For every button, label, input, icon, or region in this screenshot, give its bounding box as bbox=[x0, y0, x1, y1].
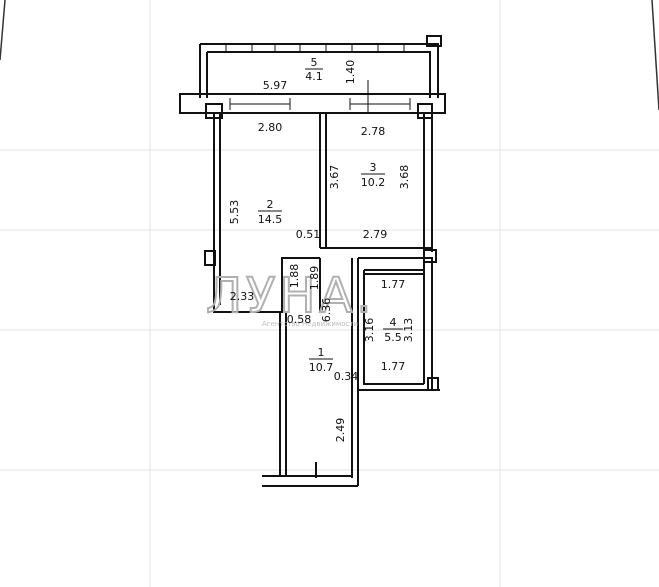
dim-balcony-length: 5.97 bbox=[263, 79, 288, 92]
dim-room3-left-height: 3.67 bbox=[328, 165, 341, 190]
dim-corridor-wall: 0.34 bbox=[334, 370, 359, 383]
dim-niche-left: 1.88 bbox=[288, 264, 301, 289]
watermark: ЛУНА. Агентство Недвижимости bbox=[205, 267, 376, 328]
dim-corridor-lower: 2.49 bbox=[334, 418, 347, 443]
dim-room2-height: 5.53 bbox=[228, 200, 241, 225]
room-4-area: 5.5 bbox=[384, 331, 402, 344]
room-labels: 5 4.1 2 14.5 3 10.2 4 5.5 1 10.7 bbox=[258, 56, 403, 374]
room-5-area: 4.1 bbox=[305, 70, 323, 83]
walls bbox=[179, 35, 446, 487]
dim-room3-bottom: 2.79 bbox=[363, 228, 388, 241]
room-2-number: 2 bbox=[267, 198, 274, 211]
dim-room3-width: 2.78 bbox=[361, 125, 386, 138]
room-5-number: 5 bbox=[311, 56, 318, 69]
page-edge-right bbox=[651, 0, 659, 111]
dim-room4-left: 3.16 bbox=[363, 318, 376, 343]
dim-corridor-offset: 0.58 bbox=[287, 313, 312, 326]
dim-wall-offset: 0.51 bbox=[296, 228, 321, 241]
room-1-number: 1 bbox=[318, 346, 325, 359]
dimension-labels: 5.97 1.40 2.80 2.78 3.67 3.68 5.53 0.51 … bbox=[228, 60, 415, 443]
watermark-caption: Агентство Недвижимости bbox=[262, 320, 358, 328]
dim-balcony-width: 1.40 bbox=[344, 60, 357, 85]
dim-room4-bottom: 1.77 bbox=[381, 360, 406, 373]
dim-room4-right: 3.13 bbox=[402, 318, 415, 343]
dim-room2-width: 2.80 bbox=[258, 121, 283, 134]
dim-room3-right-height: 3.68 bbox=[398, 165, 411, 190]
dim-niche-right: 1.89 bbox=[308, 266, 321, 291]
room-2-area: 14.5 bbox=[258, 213, 283, 226]
dim-room2-bottom: 2.33 bbox=[230, 290, 255, 303]
room-3-number: 3 bbox=[370, 161, 377, 174]
room-4-number: 4 bbox=[390, 316, 397, 329]
dim-corridor-length: 6.36 bbox=[320, 298, 333, 323]
window-marks bbox=[225, 44, 411, 112]
page-edge-left bbox=[0, 0, 6, 61]
watermark-logo: ЛУНА. bbox=[206, 268, 376, 324]
room-1-area: 10.7 bbox=[309, 361, 334, 374]
dim-room4-top: 1.77 bbox=[381, 278, 406, 291]
room-3-area: 10.2 bbox=[361, 176, 386, 189]
